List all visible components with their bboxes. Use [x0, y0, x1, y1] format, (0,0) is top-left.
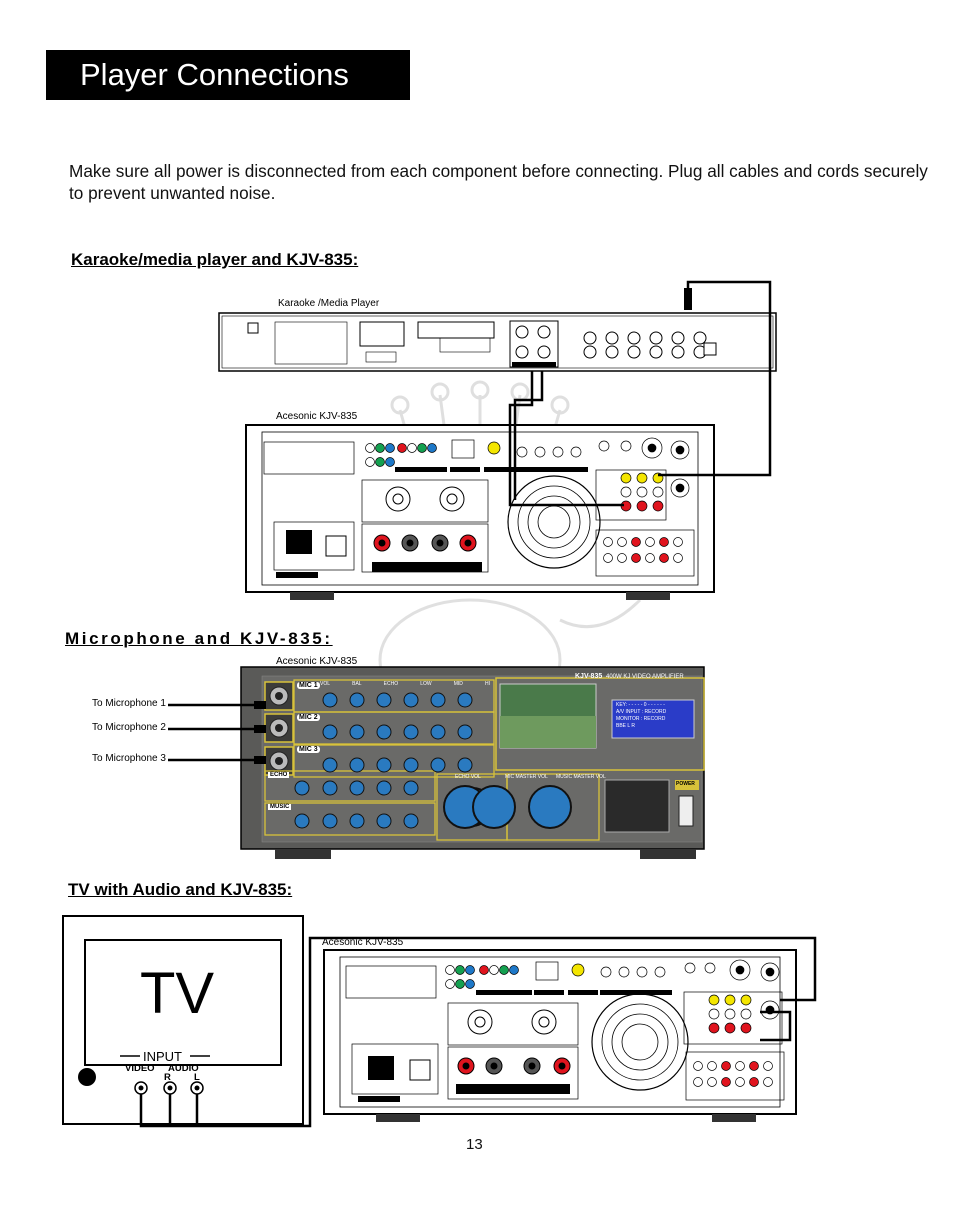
tv-r-label: R — [164, 1072, 171, 1083]
knob-label-low: LOW — [420, 681, 432, 687]
karaoke-cables — [508, 280, 772, 507]
power-label: POWER — [676, 781, 695, 787]
page-title: Player Connections — [46, 50, 410, 100]
lcd-display: KEY: - - - - - 0 - - - - - - A/V INPUT :… — [616, 702, 666, 730]
mic-master-vol-label: MIC MASTER VOL — [505, 774, 548, 780]
knob-label-hi: HI — [484, 681, 490, 687]
amp-label-3: Acesonic KJV-835 — [322, 937, 404, 948]
tv-set — [62, 915, 304, 1125]
mic1-label: MIC 1 — [297, 682, 320, 689]
echo-vol-label: ECHO VOL — [455, 774, 481, 780]
lcd-line-3: MONITOR : RECORD — [616, 716, 666, 722]
tv-cables — [139, 936, 817, 1128]
intro-text: Make sure all power is disconnected from… — [69, 161, 928, 203]
mic2-label: MIC 2 — [297, 714, 320, 721]
front-model: KJV-835 — [575, 673, 603, 680]
mic-label-2: To Microphone 2 — [92, 722, 166, 733]
section-heading-karaoke: Karaoke/media player and KJV-835: — [71, 250, 359, 269]
music-master-vol-label: MUSIC MASTER VOL — [556, 774, 606, 780]
knob-labels-row: VOL BAL ECHO LOW MID HI — [320, 681, 490, 687]
knob-label-vol: VOL — [320, 681, 331, 687]
knob-label-bal: BAL — [352, 681, 362, 687]
lcd-line-4: BBE L R — [616, 723, 635, 729]
mic-label-1: To Microphone 1 — [92, 698, 166, 709]
amp-label-1: Acesonic KJV-835 — [276, 411, 358, 422]
knob-label-echo: ECHO — [383, 681, 399, 687]
tv-input-label: INPUT — [143, 1049, 182, 1064]
lcd-line-1: KEY: - - - - - 0 - - - - - - — [616, 702, 665, 708]
tv-text: TV — [140, 961, 215, 1026]
mic-master-vol-knob — [472, 785, 516, 829]
kjv835-front-panel — [240, 666, 705, 859]
page-number: 13 — [466, 1136, 483, 1153]
music-label: MUSIC — [268, 804, 292, 810]
amp-label-2: Acesonic KJV-835 — [276, 656, 358, 667]
knob-label-mid: MID — [453, 681, 463, 687]
tv-l-label: L — [194, 1072, 200, 1083]
tv-video-label: VIDEO — [125, 1063, 155, 1074]
mic3-label: MIC 3 — [297, 746, 320, 753]
karaoke-player-rear-panel — [218, 312, 777, 372]
cable-plug — [684, 288, 692, 310]
mic-cables — [168, 703, 265, 762]
section-heading-tv: TV with Audio and KJV-835: — [68, 880, 293, 899]
echo-label: ECHO — [268, 772, 290, 778]
lcd-line-2: A/V INPUT : RECORD — [616, 709, 667, 715]
karaoke-player-label: Karaoke /Media Player — [278, 298, 380, 309]
kjv835-rear-panel-2 — [323, 949, 797, 1122]
tv-audio-label: AUDIO — [168, 1063, 199, 1074]
kjv835-rear-panel-1 — [245, 424, 715, 600]
music-master-vol-knob — [528, 785, 572, 829]
section-heading-microphone: Microphone and KJV-835: — [65, 629, 333, 648]
front-subtitle: 400W KJ VIDEO AMPLIFIER — [606, 674, 684, 680]
mic-label-3: To Microphone 3 — [92, 753, 166, 764]
